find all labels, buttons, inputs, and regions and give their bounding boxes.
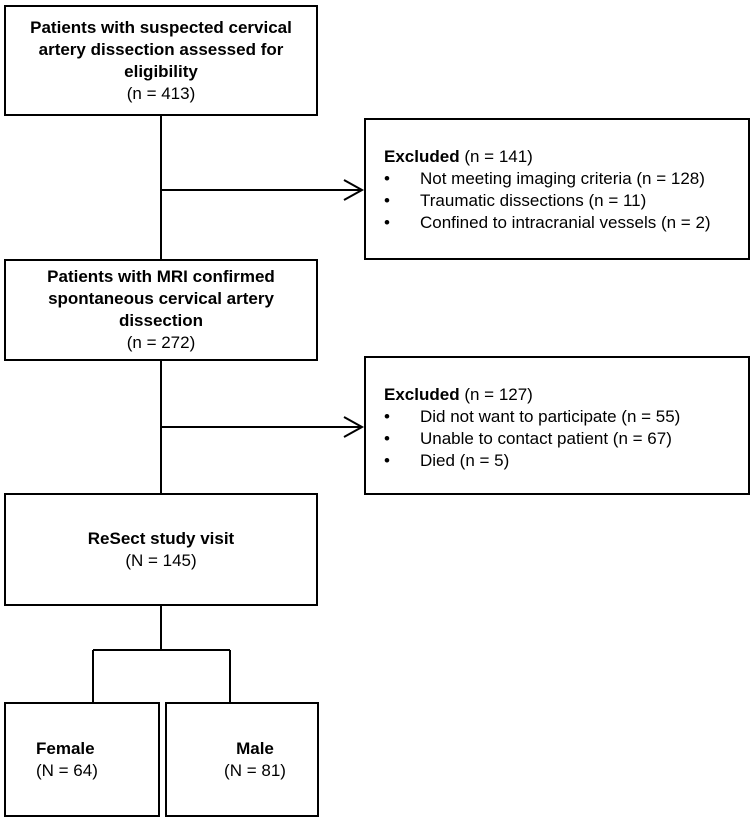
excluded-1-count: (n = 141) [464,147,533,166]
excluded-1-label: Excluded [384,147,460,166]
excluded-2-header: Excluded (n = 127) [384,384,748,406]
bullet: • [384,451,390,470]
confirmed-title-line-1: Patients with MRI confirmed [47,267,275,286]
arrowhead-excluded2 [343,416,365,438]
assessed-count: (n = 413) [126,83,196,103]
study-visit-box: ReSect study visit (N = 145) [4,493,318,606]
assessed-title-line-3: eligibility [124,61,198,81]
excluded-1-item-2: Traumatic dissections (n = 11) [420,191,647,210]
list-item: • Unable to contact patient (n = 67) [384,428,748,450]
female-count: (N = 64) [36,760,98,780]
assessed-box: Patients with suspected cervical artery … [4,5,318,116]
bullet: • [384,213,390,232]
list-item: • Not meeting imaging criteria (n = 128) [384,168,748,190]
male-count: (N = 81) [224,760,286,780]
excluded-1-header: Excluded (n = 141) [384,146,748,168]
confirmed-count: (n = 272) [126,333,196,352]
male-label: Male [236,738,274,758]
list-item: • Did not want to participate (n = 55) [384,406,748,428]
bullet: • [384,407,390,426]
bullet: • [384,169,390,188]
excluded-1-list: •Not meeting imaging criteria (n = 128) … [384,168,748,234]
excluded-2-item-1: Did not want to participate (n = 55) [420,407,681,426]
list-item: • Traumatic dissections (n = 11) [384,190,748,212]
excluded-1-item-3: Confined to intracranial vessels (n = 2) [420,213,711,232]
confirmed-box: Patients with MRI confirmed spontaneous … [4,259,318,361]
assessed-title-line-2: artery dissection assessed for [38,39,284,59]
female-label: Female [36,738,95,758]
excluded-2-label: Excluded [384,385,460,404]
list-item: • Died (n = 5) [384,450,748,472]
excluded-1-item-1: Not meeting imaging criteria (n = 128) [420,169,705,188]
arrowhead-excluded1 [343,179,365,201]
confirmed-title-line-3: dissection [118,311,204,330]
list-item: • Confined to intracranial vessels (n = 2… [384,212,748,234]
excluded-2-item-3: Died (n = 5) [420,451,510,470]
bullet: • [384,429,390,448]
bullet: • [384,191,390,210]
female-box: Female (N = 64) [4,702,160,817]
male-box: Male (N = 81) [165,702,319,817]
assessed-title-line-1: Patients with suspected cervical [30,17,292,37]
excluded-box-1: Excluded (n = 141) • Not meeting imaging … [364,118,750,260]
excluded-box-2: Excluded (n = 127) • Did not want to part… [364,356,750,495]
study-visit-count: (N = 145) [125,550,197,570]
confirmed-title-line-2: spontaneous cervical artery [48,289,274,308]
excluded-2-list: • Did not want to participate (n = 55) • U… [384,406,748,472]
excluded-2-item-2: Unable to contact patient (n = 67) [420,429,672,448]
excluded-2-count: (n = 127) [464,385,533,404]
study-visit-title: ReSect study visit [87,528,235,548]
